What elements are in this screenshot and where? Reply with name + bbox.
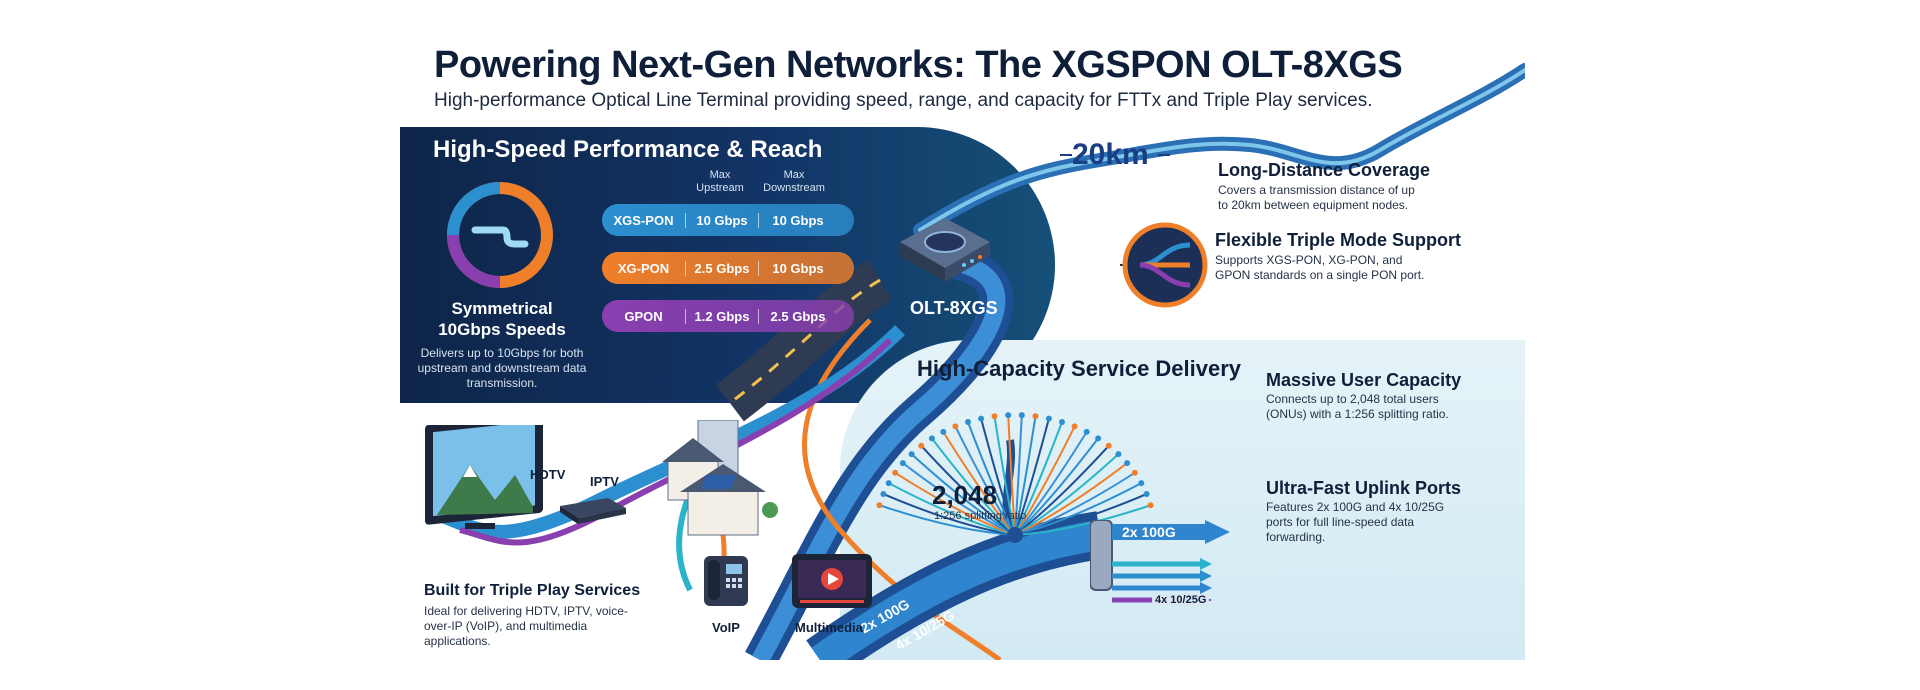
users-desc: Connects up to 2,048 total users (ONUs) …	[1266, 392, 1449, 421]
splitter-tree-icon	[876, 412, 1154, 543]
multimedia-label: Multimedia	[795, 620, 863, 635]
symmetrical-title: Symmetrical 10Gbps Speeds	[438, 299, 566, 339]
iptv-box-icon	[560, 498, 626, 524]
uplink-title: Ultra-Fast Uplink Ports	[1266, 478, 1462, 498]
services-desc: Ideal for delivering HDTV, IPTV, voice-o…	[424, 604, 628, 648]
downstream-cell: 10 Gbps	[758, 260, 837, 276]
distance-badge: 20km	[1072, 138, 1149, 171]
standard-cell: XGS-PON	[613, 212, 674, 228]
upstream-cell: 2.5 Gbps	[685, 260, 758, 276]
triple-mode-icon	[1120, 222, 1208, 308]
speed-ring-icon	[447, 182, 553, 288]
standard-cell: XG-PON	[617, 260, 670, 276]
standard-cell: GPON	[624, 308, 663, 324]
distance-line-right	[1158, 154, 1170, 156]
downstream-cell: 2.5 Gbps	[758, 308, 837, 324]
hdtv-label: HDTV	[530, 467, 566, 482]
triple-mode-desc: Supports XGS-PON, XG-PON, and GPON stand…	[1215, 253, 1425, 282]
port-25g-label: 4x 10/25G	[1152, 594, 1210, 606]
olt-device-icon	[900, 218, 990, 282]
page-subtitle: High-performance Optical Line Terminal p…	[434, 90, 1373, 111]
distance-line-left	[1060, 154, 1072, 156]
port-100g-label: 2x 100G	[1122, 524, 1176, 540]
services-title: Built for Triple Play Services	[424, 582, 641, 599]
iptv-label: IPTV	[590, 474, 619, 489]
distance-desc: Covers a transmission distance of up to …	[1218, 183, 1415, 212]
infographic: Powering Next-Gen Networks: The XGSPON O…	[400, 30, 1525, 660]
capacity-heading: High-Capacity Service Delivery	[917, 356, 1242, 381]
col-upstream-header: Max Upstream	[696, 169, 744, 194]
triple-mode-title: Flexible Triple Mode Support	[1215, 230, 1462, 250]
upstream-cell: 1.2 Gbps	[685, 308, 758, 324]
performance-heading: High-Speed Performance & Reach	[433, 136, 823, 163]
symmetrical-desc: Delivers up to 10Gbps for both upstream …	[417, 346, 587, 390]
splitting-ratio: 1:256 splitting ratio	[934, 510, 1027, 522]
houses-icon	[662, 420, 778, 536]
downstream-cell: 10 Gbps	[758, 212, 837, 228]
users-value: 2,048	[932, 480, 998, 510]
olt-label: OLT-8XGS	[910, 298, 998, 318]
distance-title: Long-Distance Coverage	[1218, 160, 1431, 180]
page-title: Powering Next-Gen Networks: The XGSPON O…	[434, 44, 1403, 86]
col-downstream-header: Max Downstream	[763, 169, 825, 194]
multimedia-player-icon	[792, 554, 872, 608]
voip-label: VoIP	[712, 620, 740, 635]
uplink-desc: Features 2x 100G and 4x 10/25G ports for…	[1266, 500, 1445, 544]
users-title: Massive User Capacity	[1266, 370, 1462, 390]
tv-icon	[425, 425, 543, 529]
voip-phone-icon	[704, 556, 748, 606]
upstream-cell: 10 Gbps	[685, 212, 758, 228]
